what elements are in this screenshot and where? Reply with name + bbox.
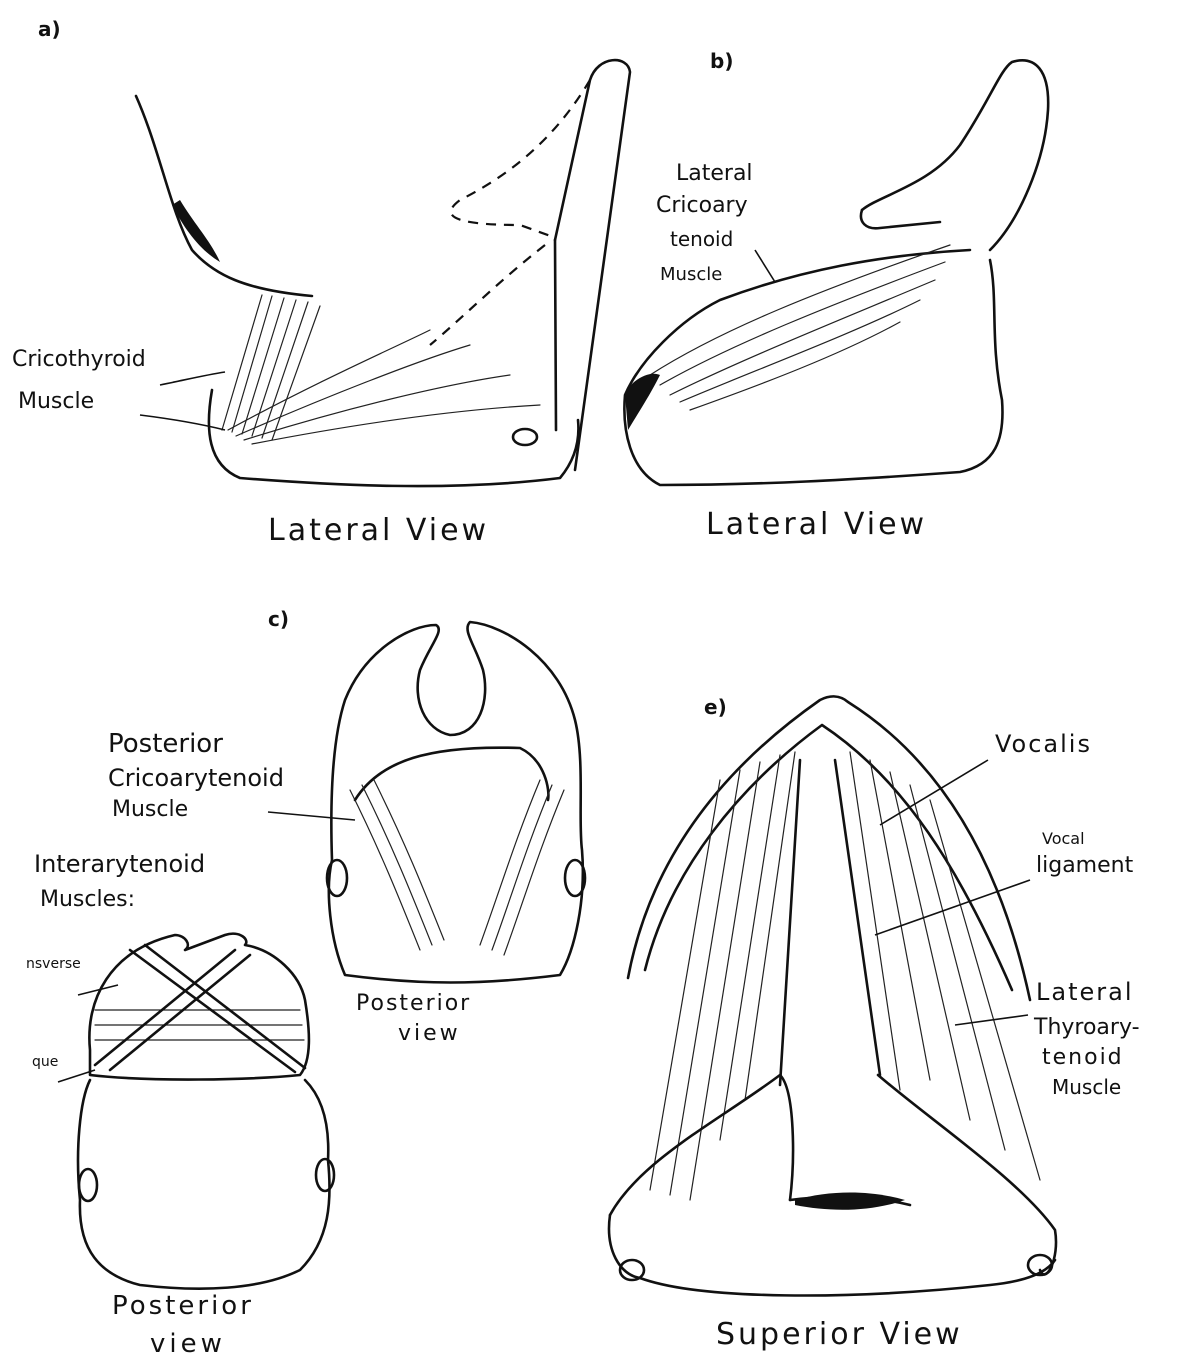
panel-c-view-line1: Posterior <box>356 991 471 1016</box>
panel-b-view-title: Lateral View <box>706 507 927 542</box>
thyroid-cartilage-edge <box>136 96 312 296</box>
cricoid-cartilage <box>209 390 579 486</box>
vocal-ligament-label-line1: Vocal <box>1042 829 1085 848</box>
outline <box>835 760 880 1075</box>
shading <box>795 1193 905 1210</box>
dashed-line <box>430 245 545 345</box>
pca-leader <box>268 812 355 820</box>
thyroid-arch-inner <box>645 725 1012 990</box>
panel-a: a) Cricothyroid Muscle Lateral View <box>12 17 630 548</box>
outline <box>355 748 548 800</box>
outline <box>861 210 940 228</box>
marker <box>79 1169 97 1201</box>
pca-label-line3: Muscle <box>112 797 188 822</box>
lta-label-line3: tenoid <box>1042 1045 1124 1070</box>
panel-b: b) Lateral Cricoary tenoid Muscle Latera… <box>624 49 1048 542</box>
panel-a-letter: a) <box>38 17 61 41</box>
marker <box>316 1159 334 1191</box>
thyroid-arch-outer <box>628 696 1030 1000</box>
lca-label-line4: Muscle <box>660 264 722 285</box>
posterior-cricoarytenoid-fibres <box>350 780 564 955</box>
panel-c-letter: c) <box>268 607 289 631</box>
cricoid-cartilage-b <box>624 250 1002 485</box>
interarytenoid-label-line2: Muscles: <box>40 887 135 912</box>
lateral-thyroarytenoid-leader <box>955 1015 1028 1025</box>
vocalis-label: Vocalis <box>995 730 1092 758</box>
left-arytenoid-e <box>610 1075 793 1215</box>
panel-d: Interarytenoid Muscles: nsverse que Post… <box>26 850 334 1359</box>
outline <box>780 760 800 1085</box>
cricothyroid-muscle-fibres <box>222 295 540 444</box>
marker <box>513 429 537 445</box>
panel-e-letter: e) <box>704 695 727 719</box>
panel-e-view-title: Superior View <box>716 1317 963 1352</box>
lca-label-line3: tenoid <box>670 227 733 251</box>
panel-c-view-line2: view <box>398 1021 461 1046</box>
pca-label-line2: Cricoarytenoid <box>108 764 284 792</box>
cricothyroid-leader-2 <box>140 415 225 430</box>
vocal-fold-fibres <box>650 752 1040 1200</box>
lta-label-line1: Lateral <box>1036 978 1134 1006</box>
lta-label-line2: Thyroary- <box>1033 1015 1140 1040</box>
panel-a-view-title: Lateral View <box>268 513 489 548</box>
panel-c: c) Posterior Cricoarytenoid Muscle Poste… <box>108 607 585 1046</box>
lca-leader <box>755 250 775 282</box>
cricothyroid-leader-1 <box>160 372 225 385</box>
cricothyroid-label-line1: Cricothyroid <box>12 347 146 372</box>
cricoid-cartilage-d <box>78 1080 330 1289</box>
oblique-label: que <box>32 1054 58 1070</box>
thyroid-dashed-outline <box>451 80 590 238</box>
pca-label-line1: Posterior <box>108 729 223 759</box>
panel-e: e) Vocalis Vocal ligament Lateral Thyroa… <box>609 695 1140 1352</box>
cricoid-ring-e <box>609 1215 1055 1295</box>
transverse-label: nsverse <box>26 956 81 972</box>
lca-label-line1: Lateral <box>676 161 753 186</box>
vocal-ligament-label-line2: ligament <box>1036 853 1134 878</box>
arytenoid-cartilage <box>555 60 630 470</box>
panel-b-letter: b) <box>710 49 733 73</box>
panel-d-view-line1: Posterior <box>112 1291 254 1321</box>
panel-d-view-line2: view <box>150 1329 226 1359</box>
lta-label-line4: Muscle <box>1052 1075 1121 1099</box>
arytenoid-edge <box>555 240 556 430</box>
interarytenoid-fibres <box>95 945 305 1072</box>
arytenoid-cartilage-b <box>862 60 1048 250</box>
lca-label-line2: Cricoary <box>656 193 748 218</box>
interarytenoid-label-line1: Interarytenoid <box>34 850 205 878</box>
cricothyroid-label-line2: Muscle <box>18 389 94 414</box>
